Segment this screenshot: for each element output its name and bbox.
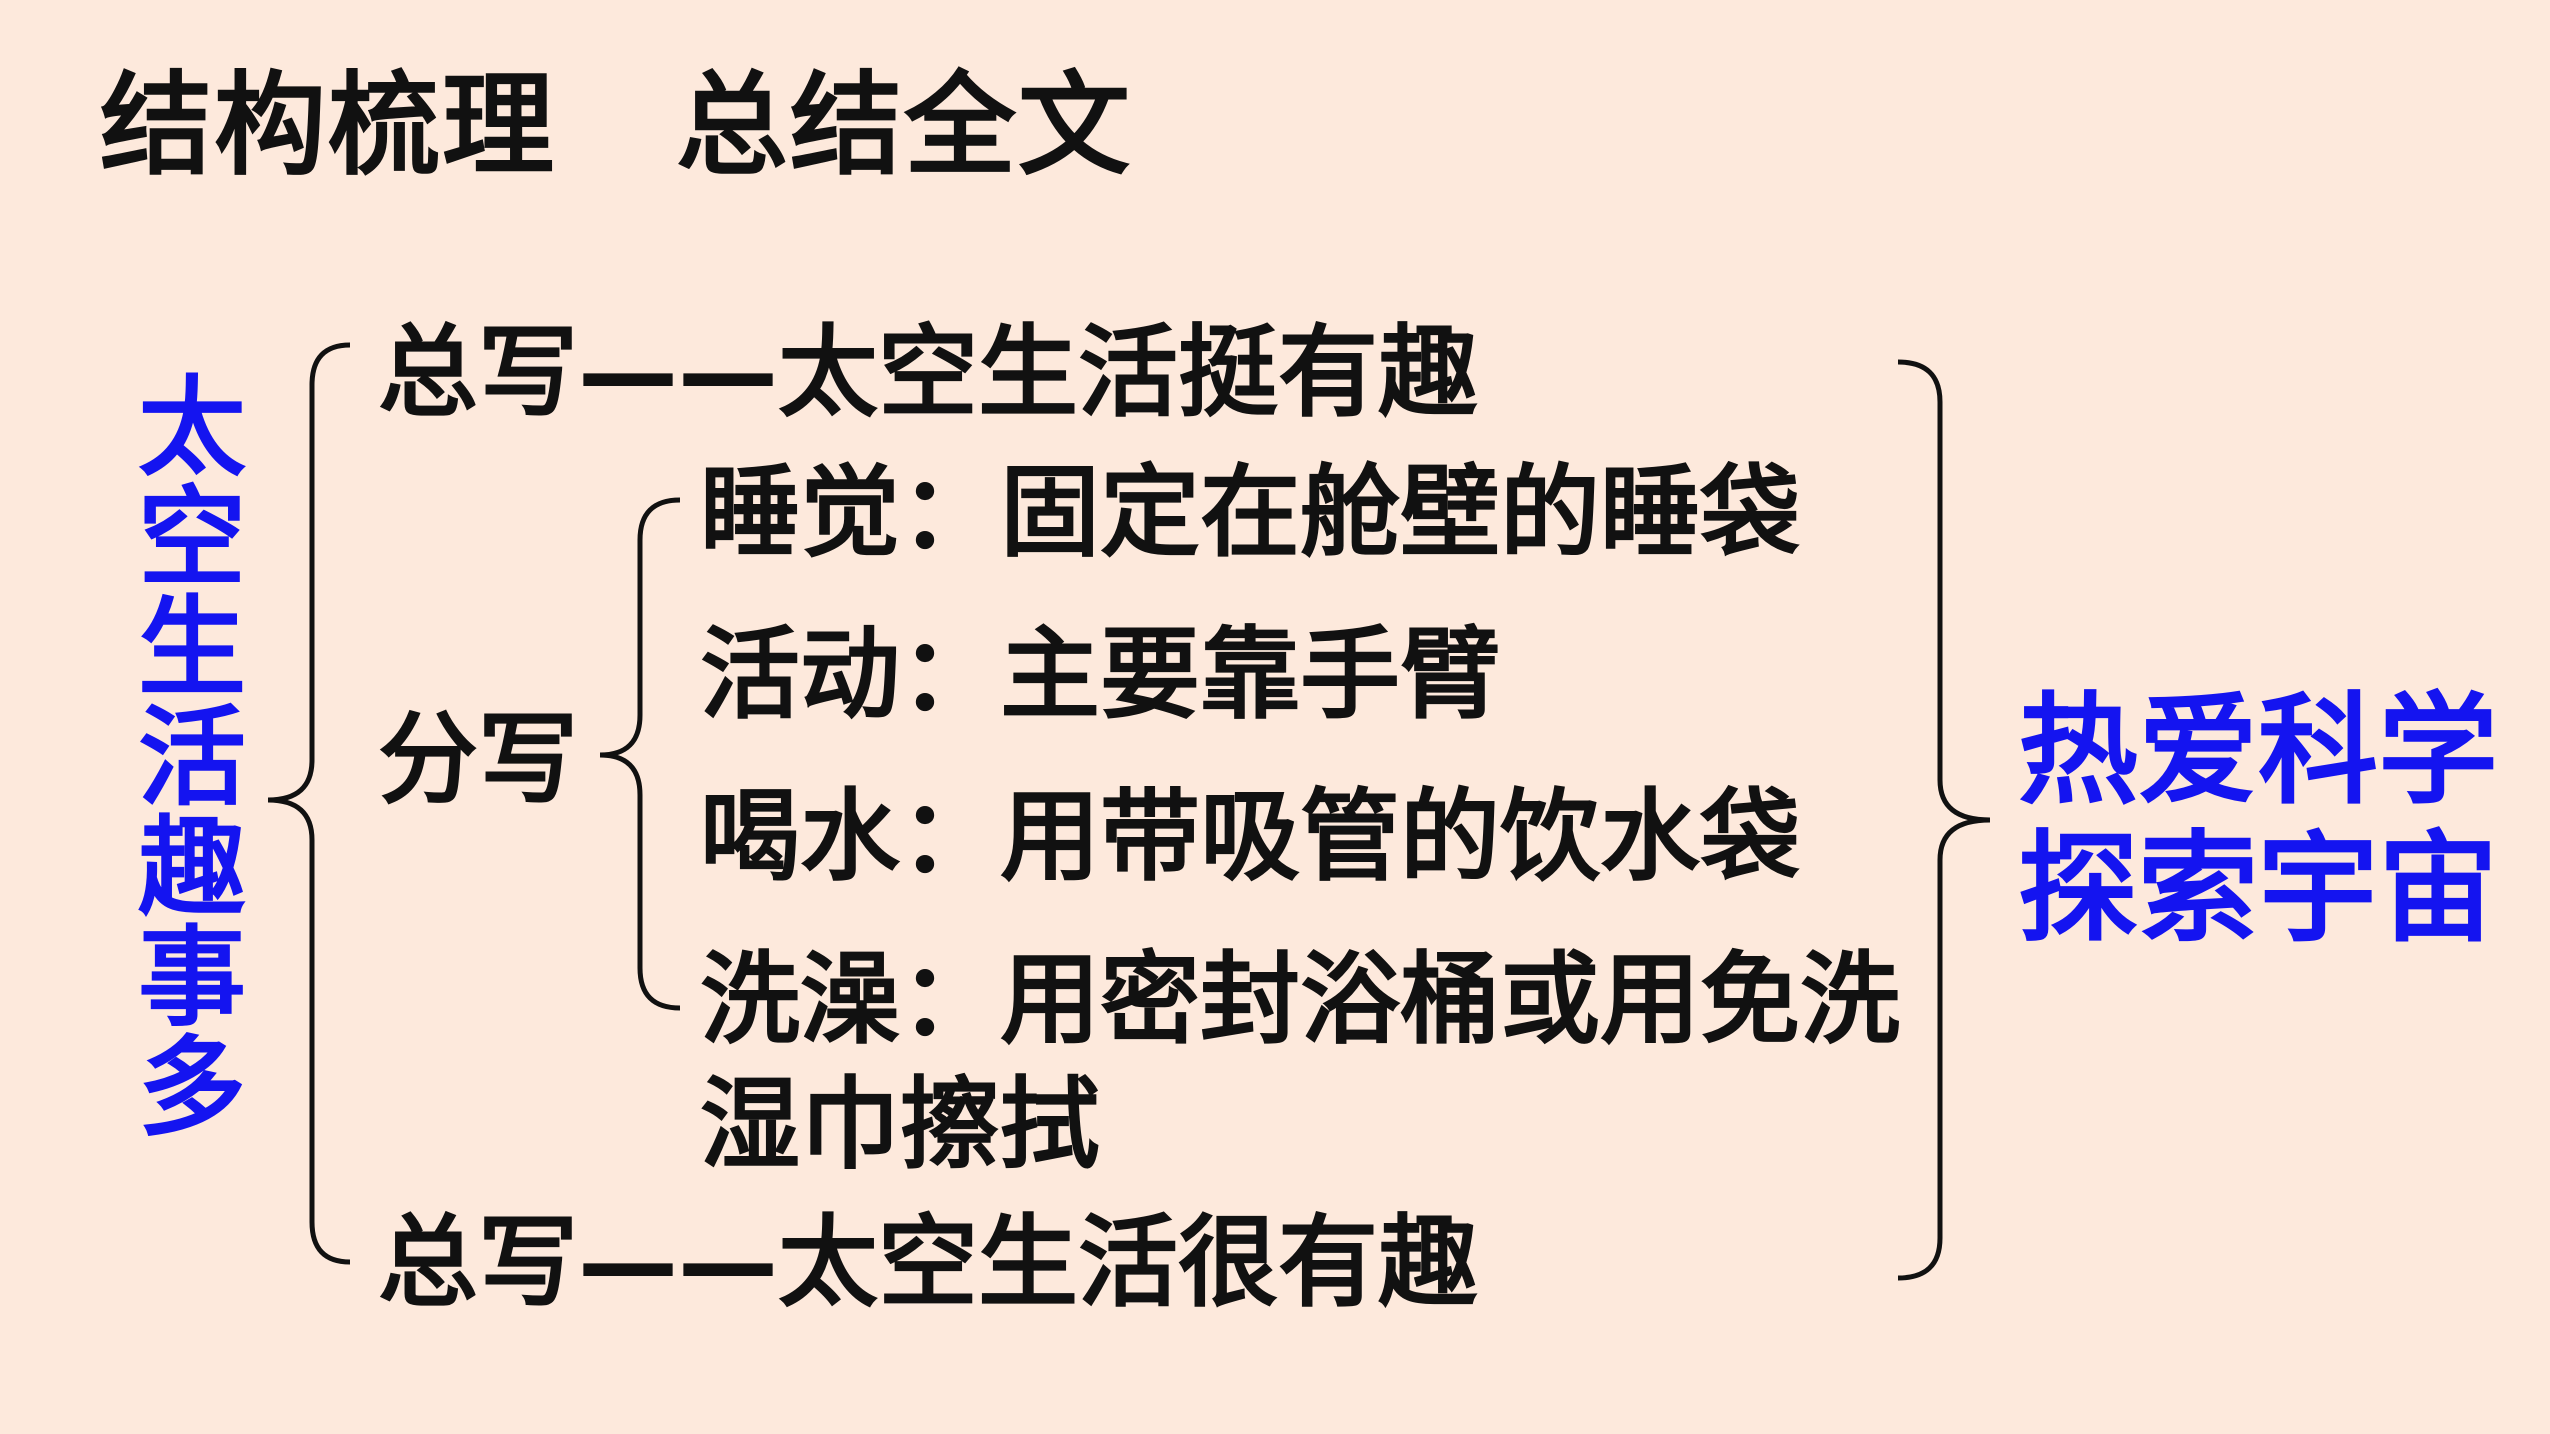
inner-left-brace bbox=[599, 497, 681, 1011]
detail-activity: 活动：主要靠手臂 bbox=[700, 616, 1500, 733]
conclusion-line-1: 热爱科学 bbox=[2018, 682, 2498, 821]
detail-section-label: 分写 bbox=[378, 701, 578, 818]
conclusion-line-2: 探索宇宙 bbox=[2018, 820, 2498, 959]
right-brace bbox=[1897, 359, 1991, 1281]
main-left-brace bbox=[267, 342, 351, 1265]
intro-general-text: 总写——太空生活挺有趣 bbox=[378, 314, 1478, 431]
outro-general-text: 总写——太空生活很有趣 bbox=[378, 1204, 1478, 1321]
detail-bathing: 洗澡：用密封浴桶或用免洗 bbox=[700, 941, 1900, 1058]
detail-bathing-continued: 湿巾擦拭 bbox=[700, 1066, 1100, 1183]
topic-vertical-text: 太空生活趣事多 bbox=[120, 370, 245, 1140]
title-part-summary: 总结全文 bbox=[676, 61, 1132, 191]
detail-sleep: 睡觉：固定在舱壁的睡袋 bbox=[700, 454, 1800, 571]
detail-drinking: 喝水：用带吸管的饮水袋 bbox=[700, 778, 1800, 895]
page-title: 结构梳理总结全文 bbox=[100, 70, 1132, 182]
title-part-structure: 结构梳理 bbox=[100, 61, 556, 191]
